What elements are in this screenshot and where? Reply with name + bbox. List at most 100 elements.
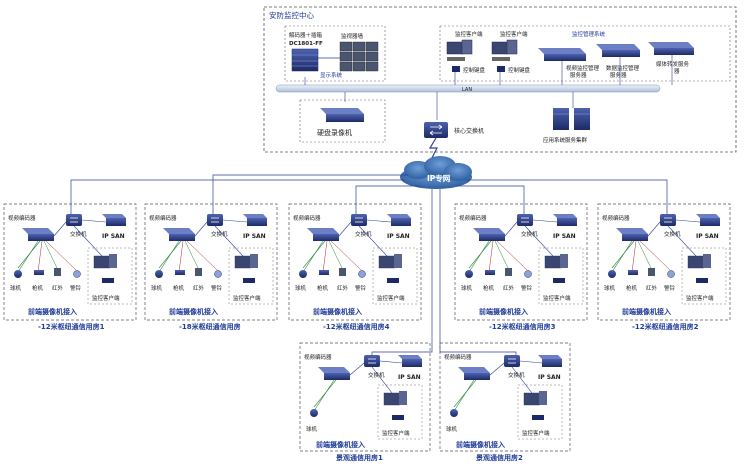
encoder-top [458,367,490,373]
dome-camera-label: 球机 [446,425,458,433]
client-monitor-icon [93,255,111,269]
access-caption: 前端摄像机接入 [479,307,528,316]
video-mgmt-server [538,48,586,61]
encoder-device [622,234,648,241]
client-monitor-icon [687,255,705,269]
site-name: 景观通信用房1 [335,453,383,462]
client-frame [228,247,274,305]
client-keyboard-icon [392,415,404,420]
infrared-icon [505,268,512,276]
client-monitor-icon [234,255,252,269]
media-server [648,42,694,55]
encoder-device [28,234,54,241]
trunk-links [70,174,668,360]
site-name: -12米枢纽通信用房3 [489,322,556,331]
access-caption: 前端摄像机接入 [28,307,77,316]
client-label-1: 监控客户端 [455,30,483,38]
dome-camera-label: 球机 [10,284,22,292]
ipsan-label: IP SAN [696,233,719,240]
dome-camera-icon [310,409,318,417]
client-pc-icon [109,254,117,268]
client-workstation-1 [446,39,473,61]
encoder-label: 视频编码器 [444,353,472,361]
access-caption: 前端摄像机接入 [316,440,365,449]
client-monitor-icon [544,255,562,269]
switch-icon [66,214,82,226]
switch-icon [660,214,676,226]
dome-camera-label: 球机 [151,284,163,292]
alarm-bell-icon [358,270,366,278]
monitoring-center: 安防监控中心 解码器＋插箱 DC1801-FF 监视器墙 显示系统 [263,6,737,153]
site-name: 景观通信用房2 [475,453,523,462]
data-mgmt-server [596,44,640,57]
infrared-icon [339,268,346,276]
ipsan-top [553,214,577,218]
dome-camera-icon [450,409,458,417]
encoder-label: 视频编码器 [602,214,630,222]
ipsan-label: IP SAN [102,233,125,240]
nvr-frame [299,99,386,143]
client-pc-icon [399,391,407,405]
ipsan-device [391,218,411,226]
switch-label: 交换机 [355,230,372,238]
ipsan-device [402,359,422,367]
site-frame [439,342,571,452]
ipsan-device [700,218,720,226]
app-cluster-label: 应用系统服务集群 [543,136,588,144]
alarm-bell-icon [214,270,222,278]
client-pc-icon [703,254,711,268]
site-frame [288,203,422,321]
alarm-bell-icon [667,270,675,278]
bullet-camera-icon [628,270,638,275]
bullet-camera-label: 枪机 [317,284,329,292]
infrared-label: 红外 [52,284,64,292]
decoder-chassis [291,48,319,72]
alarm-label: 警铃 [521,284,533,292]
encoder-label: 视频编码器 [293,214,321,222]
alarm-label: 警铃 [70,284,82,292]
keyboard-label-2: 控制键盘 [508,66,531,74]
decoder-label: 解码器＋插箱 [289,31,323,39]
bullet-camera-icon [34,270,44,275]
encoder-device [313,234,339,241]
site-name: -12米枢纽通信用房4 [323,322,390,331]
ipsan-label: IP SAN [538,374,561,381]
switch-icon [517,214,533,226]
encoder-label: 视频编码器 [304,353,332,361]
dome-camera-icon [608,270,616,278]
client-monitor-icon [383,392,401,406]
access-caption: 前端摄像机接入 [456,440,505,449]
bullet-camera-label: 枪机 [483,284,495,292]
video-mgmt-server-label-2: 服务器 [570,71,587,79]
lan-label: LAN [462,87,472,93]
client-monitor-icon [378,255,396,269]
mgmt-system-label: 监控管理系统 [572,30,606,38]
switch-label: 交换机 [368,371,385,379]
bullet-camera-icon [319,270,329,275]
ipsan-label: IP SAN [553,233,576,240]
site-frame [3,203,137,321]
ipsan-top [696,214,720,218]
infrared-icon [54,268,61,276]
site-frame [299,342,431,452]
video-wall [339,41,379,72]
client-keyboard-icon [243,278,255,283]
ip-network-cloud [400,156,472,189]
ipsan-device [542,359,562,367]
switch-icon [364,355,380,367]
access-caption: 前端摄像机接入 [622,307,671,316]
nvr-label: 硬盘录像机 [317,128,352,137]
client-frame [87,247,133,305]
network-label: IP专网 [427,173,451,183]
client-label: 监控客户端 [92,294,120,302]
encoder-device [464,373,490,380]
encoder-top [163,228,195,234]
dome-camera-icon [14,270,22,278]
display-system-label: 显示系统 [320,71,343,79]
switch-label: 交换机 [664,230,681,238]
